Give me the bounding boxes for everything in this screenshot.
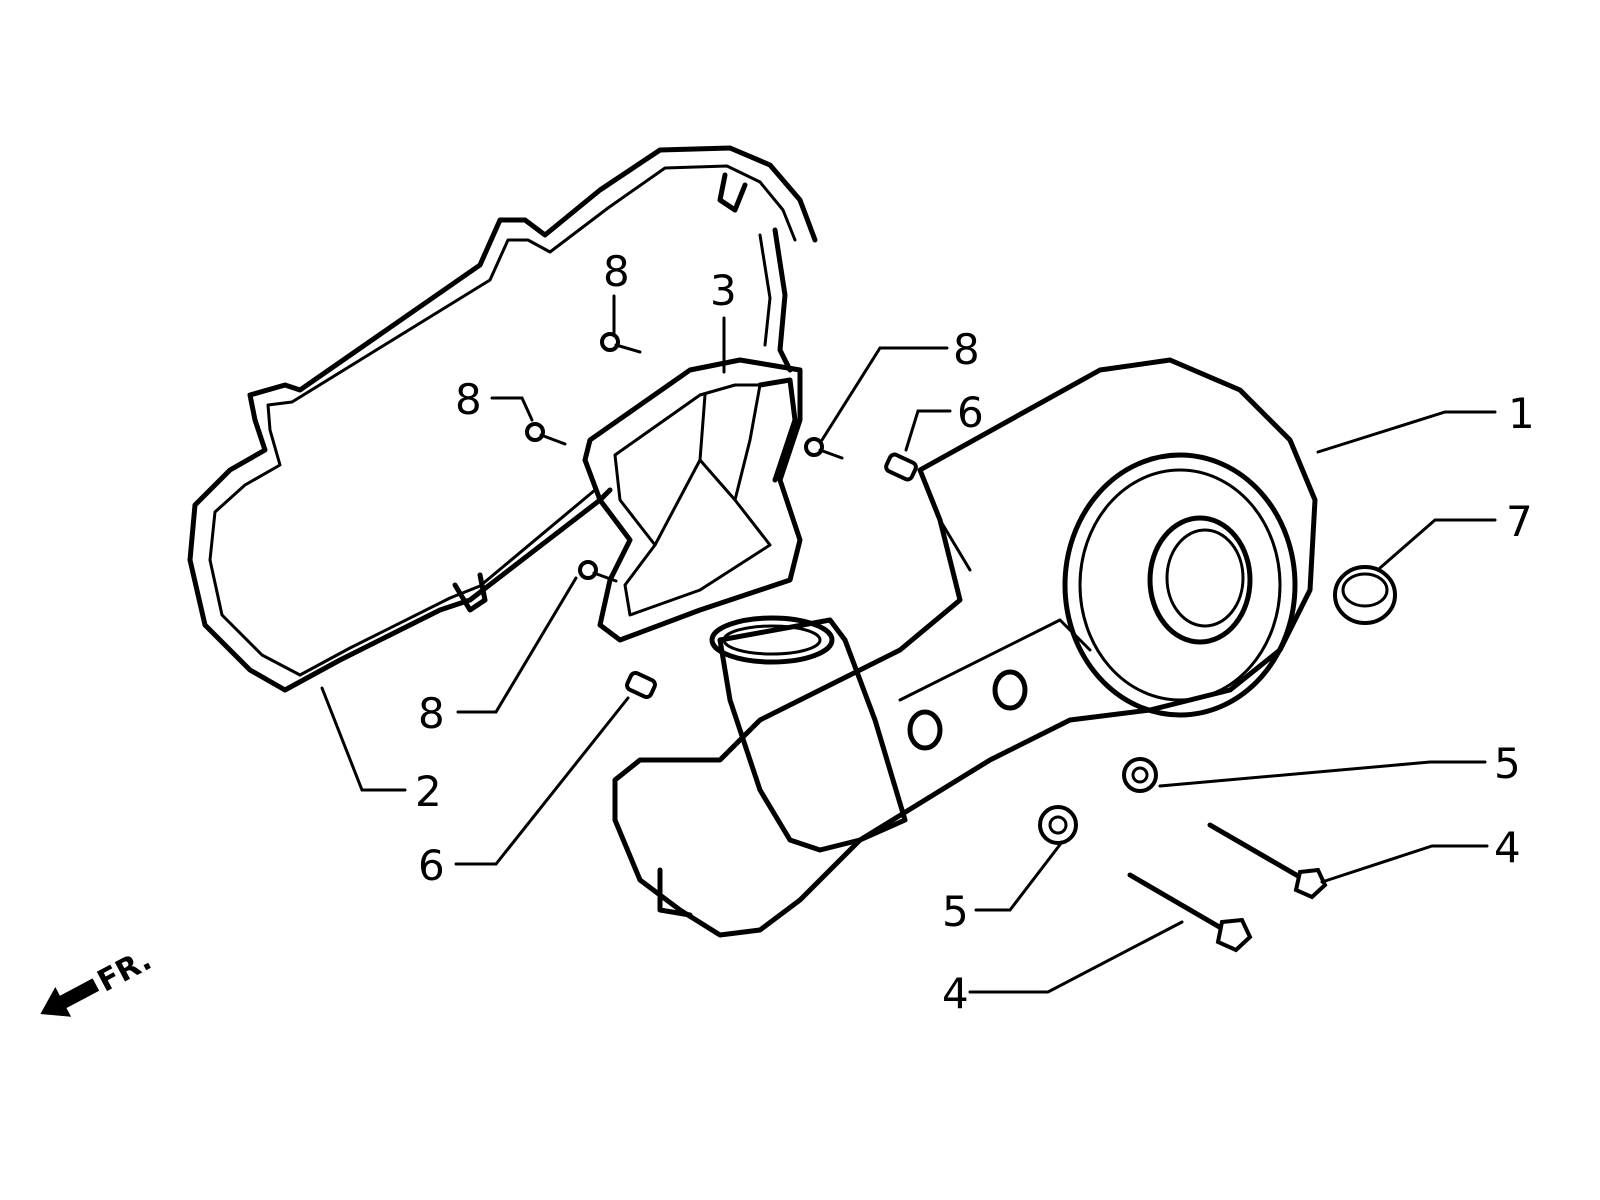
part-7-cap [1333,565,1397,625]
part-8-screw-d [578,560,618,583]
callout-5b: 5 [942,887,969,936]
callout-6b: 6 [418,841,445,890]
callout-8d: 8 [418,689,445,738]
front-marker-label: FR. [92,942,157,999]
leader-7 [1378,518,1497,570]
leader-1 [1316,410,1497,454]
leader-5b [974,840,1064,912]
callout-labels: 1 2 3 4 4 5 5 6 6 7 8 8 8 8 [415,247,1535,1018]
leader-8c [820,346,949,442]
callout-5a: 5 [1494,739,1521,788]
callout-1: 1 [1508,389,1535,438]
leader-4b [968,920,1184,994]
leader-6a [904,409,952,452]
leader-4a [1320,844,1489,884]
callout-4b: 4 [942,969,969,1018]
callout-6a: 6 [957,388,984,437]
part-4-bolt-a [1207,822,1328,900]
leader-6b [454,696,630,866]
callout-8b: 8 [455,375,482,424]
leader-8d [456,576,578,714]
front-direction-marker: FR. [40,942,157,1017]
part-5-grommet-b [1038,805,1078,845]
leader-8b [490,396,534,422]
callout-3: 3 [710,266,737,315]
part-5-grommet-a [1122,757,1158,793]
part-2-gasket [187,145,818,693]
callout-2: 2 [415,767,442,816]
part-6-dowel-b [625,670,657,700]
callout-4a: 4 [1494,823,1521,872]
front-arrow-icon [40,978,100,1017]
callout-8a: 8 [603,247,630,296]
callout-7: 7 [1506,497,1533,546]
part-1-cover [612,357,1318,938]
part-6-dowel-a [884,452,918,482]
part-4-bolt-b [1127,872,1253,953]
part-8-screw-a [600,332,642,354]
leader-5a [1158,760,1487,788]
part-8-screw-b [525,422,567,446]
leader-2 [320,686,407,792]
part-3-bracket [582,357,803,643]
callout-8c: 8 [953,325,980,374]
leader-lines [320,294,1497,994]
part-8-screw-c [804,437,844,460]
